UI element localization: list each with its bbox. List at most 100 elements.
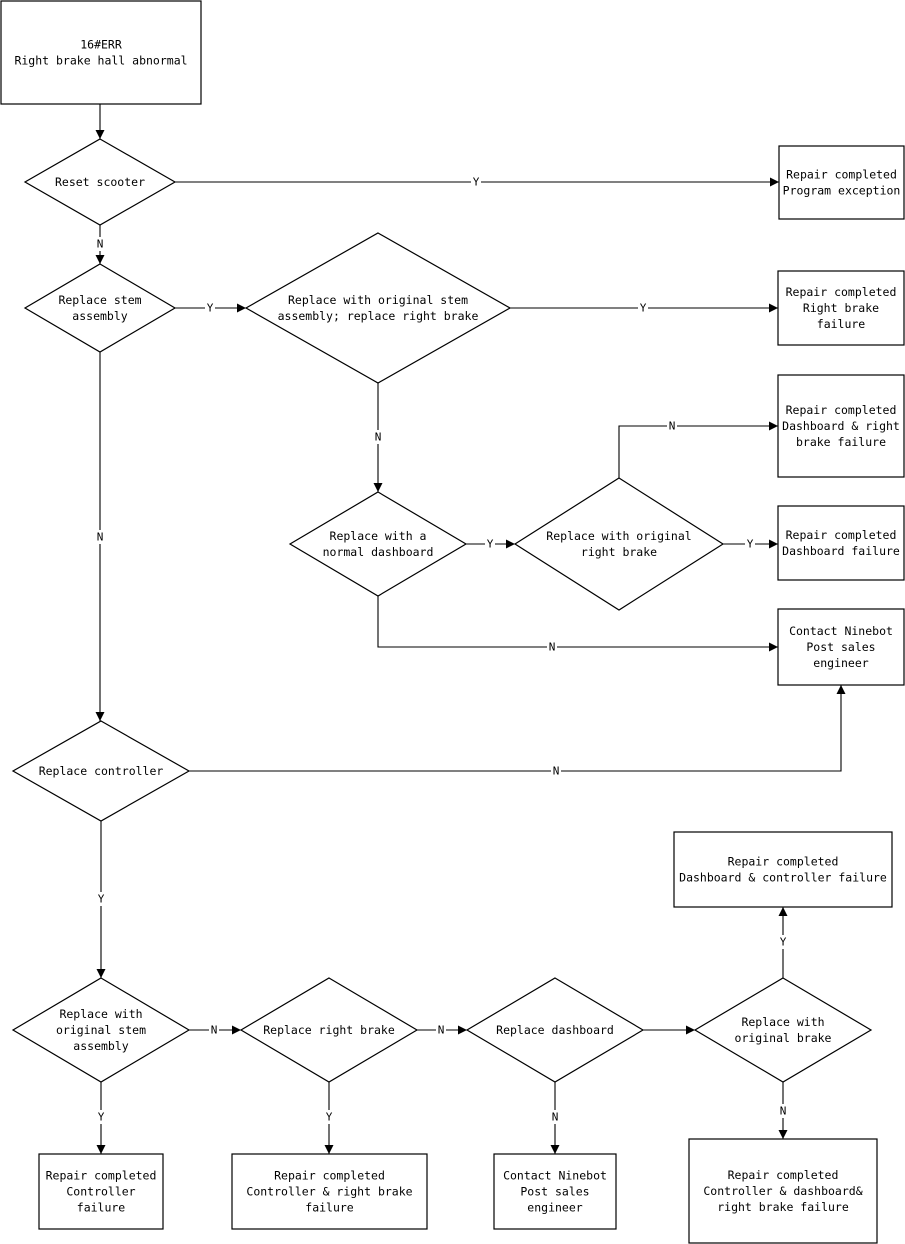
- node-label: Replace with a: [330, 529, 427, 543]
- node-label: right brake: [581, 545, 657, 559]
- node-label: 16#ERR: [80, 38, 122, 52]
- edge-label: Y: [326, 1111, 333, 1124]
- process-box: [0, 0, 202, 105]
- edge-label-background: [547, 640, 557, 654]
- edge-label-background: [745, 537, 755, 551]
- node-label: failure: [817, 317, 866, 331]
- edge-label: Y: [487, 538, 494, 551]
- decision-diamond: [239, 977, 419, 1083]
- edge-label: N: [438, 1024, 445, 1037]
- edge-label-background: [373, 430, 383, 444]
- node-d-normal-dash: Replace with a normal dashboard: [288, 491, 468, 597]
- node-label: Repair completed: [786, 168, 897, 182]
- edge-label-background: [638, 301, 648, 315]
- node-d-controller: Replace controller: [11, 720, 191, 822]
- node-label: right brake failure: [717, 1200, 849, 1214]
- node-label: normal dashboard: [323, 545, 434, 559]
- edge-label-background: [205, 301, 215, 315]
- node-label: Right brake hall abnormal: [14, 54, 187, 68]
- node-label: Post sales: [806, 640, 875, 654]
- edge-label-background: [667, 419, 677, 433]
- node-d-reset: Reset scooter: [23, 138, 177, 226]
- edge-e-origbrake-dash: Y: [723, 537, 778, 551]
- process-box: [777, 270, 905, 346]
- edge-label: N: [553, 765, 560, 778]
- decision-diamond: [244, 232, 512, 384]
- node-label: Replace stem: [58, 293, 141, 307]
- node-label: Replace dashboard: [496, 1023, 614, 1037]
- node-label: engineer: [527, 1201, 582, 1215]
- edge-e-rightbrake-dashboard: N: [417, 1023, 467, 1037]
- edge-label-background: [95, 530, 105, 544]
- node-label: assembly; replace right brake: [278, 309, 479, 323]
- edge-label: Y: [780, 936, 787, 949]
- edge-label-background: [485, 537, 495, 551]
- edge-e-origstem-normaldash: N: [373, 383, 383, 492]
- node-label: assembly: [72, 309, 127, 323]
- node-label: Replace controller: [39, 764, 164, 778]
- node-label: failure: [77, 1201, 126, 1215]
- node-label: Replace with: [59, 1007, 142, 1021]
- edge-label: Y: [207, 302, 214, 315]
- connector-arrow: [189, 685, 846, 772]
- node-label: Contact Ninebot: [503, 1169, 607, 1183]
- node-label: Controller: [66, 1185, 135, 1199]
- edge-e-origstem2-rightbrake: N: [189, 1023, 241, 1037]
- node-label: Replace right brake: [263, 1023, 395, 1037]
- edge-label-background: [324, 1110, 334, 1124]
- edge-e-origstem-rightbrake: Y: [510, 301, 778, 315]
- process-box: [778, 145, 905, 220]
- node-label: Post sales: [520, 1185, 589, 1199]
- edge-e-controller-ninebot: N: [189, 685, 846, 778]
- edge-label: Y: [473, 176, 480, 189]
- edge-label: N: [375, 431, 382, 444]
- node-start: 16#ERR Right brake hall abnormal: [0, 0, 202, 105]
- edge-label: N: [780, 1105, 787, 1118]
- edge-label: N: [552, 1111, 559, 1124]
- node-d-dashboard: Replace dashboard: [465, 977, 645, 1083]
- connector-arrow: [377, 596, 778, 652]
- process-box: [231, 1153, 428, 1230]
- node-label: Dashboard & controller failure: [679, 871, 887, 885]
- edge-label-background: [96, 1110, 106, 1124]
- process-box: [688, 1138, 878, 1244]
- edge-label: N: [211, 1024, 218, 1037]
- edge-label-background: [95, 237, 105, 251]
- edge-label-background: [436, 1023, 446, 1037]
- edge-label: N: [549, 641, 556, 654]
- edge-e-stem-origstem: Y: [175, 301, 246, 315]
- process-box: [777, 608, 905, 686]
- decision-diamond: [23, 138, 177, 226]
- node-d-stem: Replace stem assembly: [23, 263, 177, 353]
- node-label: Dashboard & right: [782, 419, 900, 433]
- node-d-right-brake: Replace right brake: [239, 977, 419, 1083]
- edge-e-origbrake-dashrightbrake: N: [618, 419, 778, 478]
- node-label: Repair completed: [728, 1168, 839, 1182]
- node-label: Replace with: [741, 1015, 824, 1029]
- edge-label: N: [97, 531, 104, 544]
- node-label: original stem: [56, 1023, 146, 1037]
- process-box: [493, 1153, 617, 1230]
- process-box: [777, 374, 905, 478]
- decision-diamond: [465, 977, 645, 1083]
- edge-e-controller-origstem: Y: [96, 821, 106, 978]
- node-label: Controller & right brake: [246, 1185, 412, 1199]
- connector-arrow: [618, 421, 778, 478]
- edge-e-normaldash-ninebot: N: [377, 596, 778, 654]
- edge-e-origstem2-controller: Y: [96, 1082, 106, 1154]
- decision-diamond: [288, 491, 468, 597]
- edge-label: Y: [640, 302, 647, 315]
- edge-label-background: [471, 175, 481, 189]
- edge-e-normaldash-origbrake: Y: [466, 537, 515, 551]
